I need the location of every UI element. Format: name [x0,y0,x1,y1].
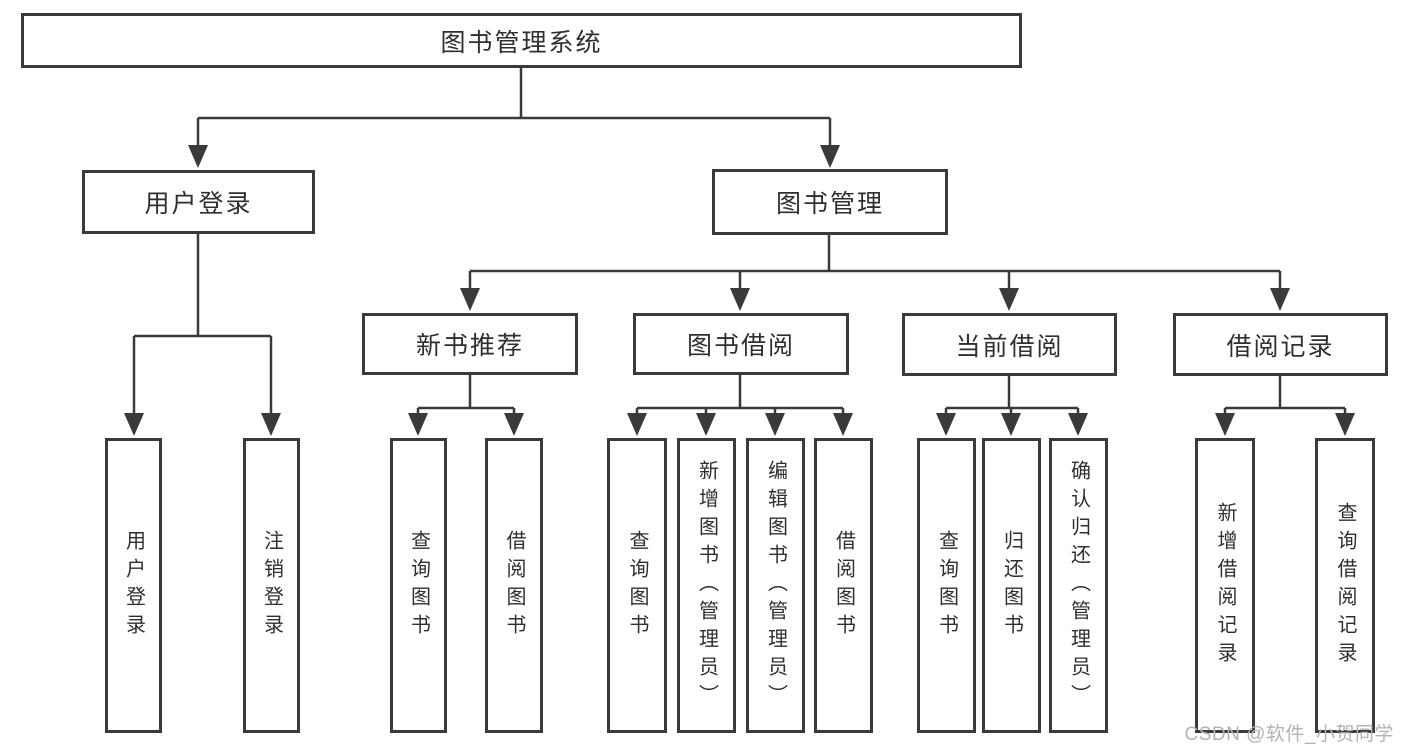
node-borrow-records: 借阅记录 [1173,313,1388,376]
leaf-logout: 注销登录 [243,438,300,733]
watermark: CSDN @软件_小贺同学 [1184,724,1394,745]
leaf-query-borrow-record: 查询借阅记录 [1315,438,1375,733]
node-root: 图书管理系统 [21,13,1022,68]
leaf-borrow-books-recommend: 借阅图书 [485,438,543,733]
leaf-add-borrow-record: 新增借阅记录 [1195,438,1255,733]
node-current-borrow: 当前借阅 [902,313,1117,376]
leaf-user-login: 用户登录 [105,438,162,733]
leaf-query-books-current: 查询图书 [917,438,976,733]
leaf-return-books: 归还图书 [982,438,1041,733]
node-user-login: 用户登录 [82,170,315,234]
leaf-confirm-return-admin: 确认归还（管理员） [1049,438,1108,733]
leaf-query-books-recommend: 查询图书 [390,438,447,733]
node-book-borrow: 图书借阅 [633,313,849,375]
leaf-borrow-books-borrow: 借阅图书 [814,438,873,733]
node-book-management: 图书管理 [712,169,948,235]
leaf-edit-books-admin: 编辑图书（管理员） [746,438,805,733]
leaf-add-books-admin: 新增图书（管理员） [677,438,736,733]
node-new-book-recommend: 新书推荐 [362,313,578,375]
leaf-query-books-borrow: 查询图书 [607,438,667,733]
